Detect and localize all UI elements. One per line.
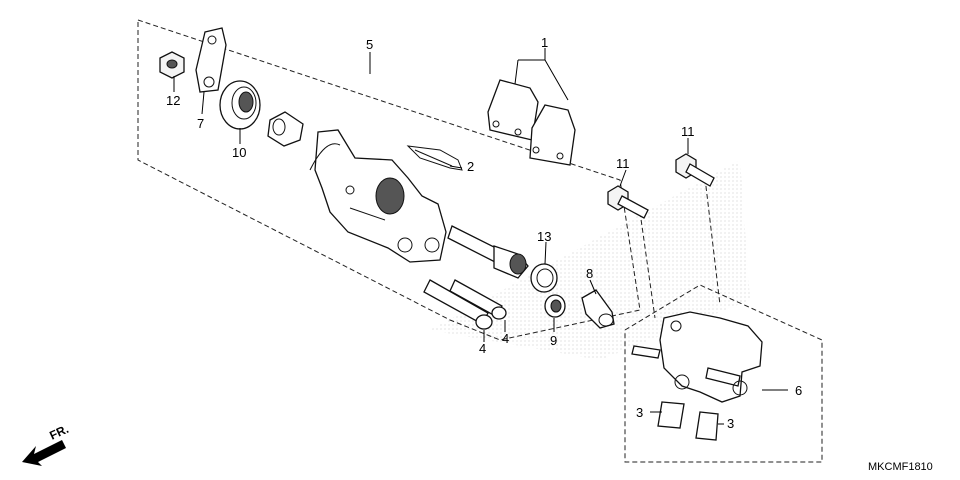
callout-13: 13 — [537, 229, 551, 244]
leader-lines — [173, 48, 788, 425]
callout-1: 1 — [541, 35, 548, 50]
spring-part-2 — [406, 145, 463, 171]
callout-11: 11 — [616, 156, 630, 171]
mounting-area-shading — [430, 160, 750, 360]
front-direction-label: FR. — [47, 422, 70, 443]
callout-12: 12 — [166, 93, 180, 108]
pad-retainer-part-3 — [657, 401, 719, 441]
callout-11: 11 — [681, 124, 695, 139]
callout-3: 3 — [727, 416, 734, 431]
bolt-part-11 — [675, 153, 715, 187]
callout-7: 7 — [197, 116, 204, 131]
callout-3: 3 — [636, 405, 643, 420]
bolt-part-11 — [607, 185, 649, 219]
slide-pins-part-4 — [423, 279, 507, 330]
caliper-body-part-5 — [309, 129, 447, 263]
bleeder-part — [267, 111, 304, 147]
callout-4: 4 — [479, 341, 486, 356]
callout-6: 6 — [795, 383, 802, 398]
callout-4: 4 — [502, 331, 509, 346]
callout-10: 10 — [232, 145, 246, 160]
bracket-assembly-boundary — [624, 284, 823, 463]
caliper-assembly-boundary — [137, 19, 641, 341]
callout-2: 2 — [467, 159, 474, 174]
seal-ring-part-13 — [530, 263, 558, 293]
bracket-part-6 — [631, 311, 763, 403]
piston-part — [447, 225, 529, 279]
dust-seal-part-9 — [544, 294, 566, 318]
bolt-guide-line — [639, 211, 656, 319]
seal-part-10 — [219, 80, 261, 130]
diagram-code: MKCMF1810 — [868, 461, 933, 473]
sleeve-part-8 — [581, 289, 615, 329]
callout-9: 9 — [550, 333, 557, 348]
bracket-part-7 — [195, 27, 227, 93]
callout-5: 5 — [366, 37, 373, 52]
bolt-guide-line — [704, 177, 721, 306]
brake-pads-part-1 — [487, 79, 576, 166]
front-direction-arrow-icon — [22, 440, 66, 466]
nut-part-12 — [159, 51, 185, 79]
callout-8: 8 — [586, 266, 593, 281]
